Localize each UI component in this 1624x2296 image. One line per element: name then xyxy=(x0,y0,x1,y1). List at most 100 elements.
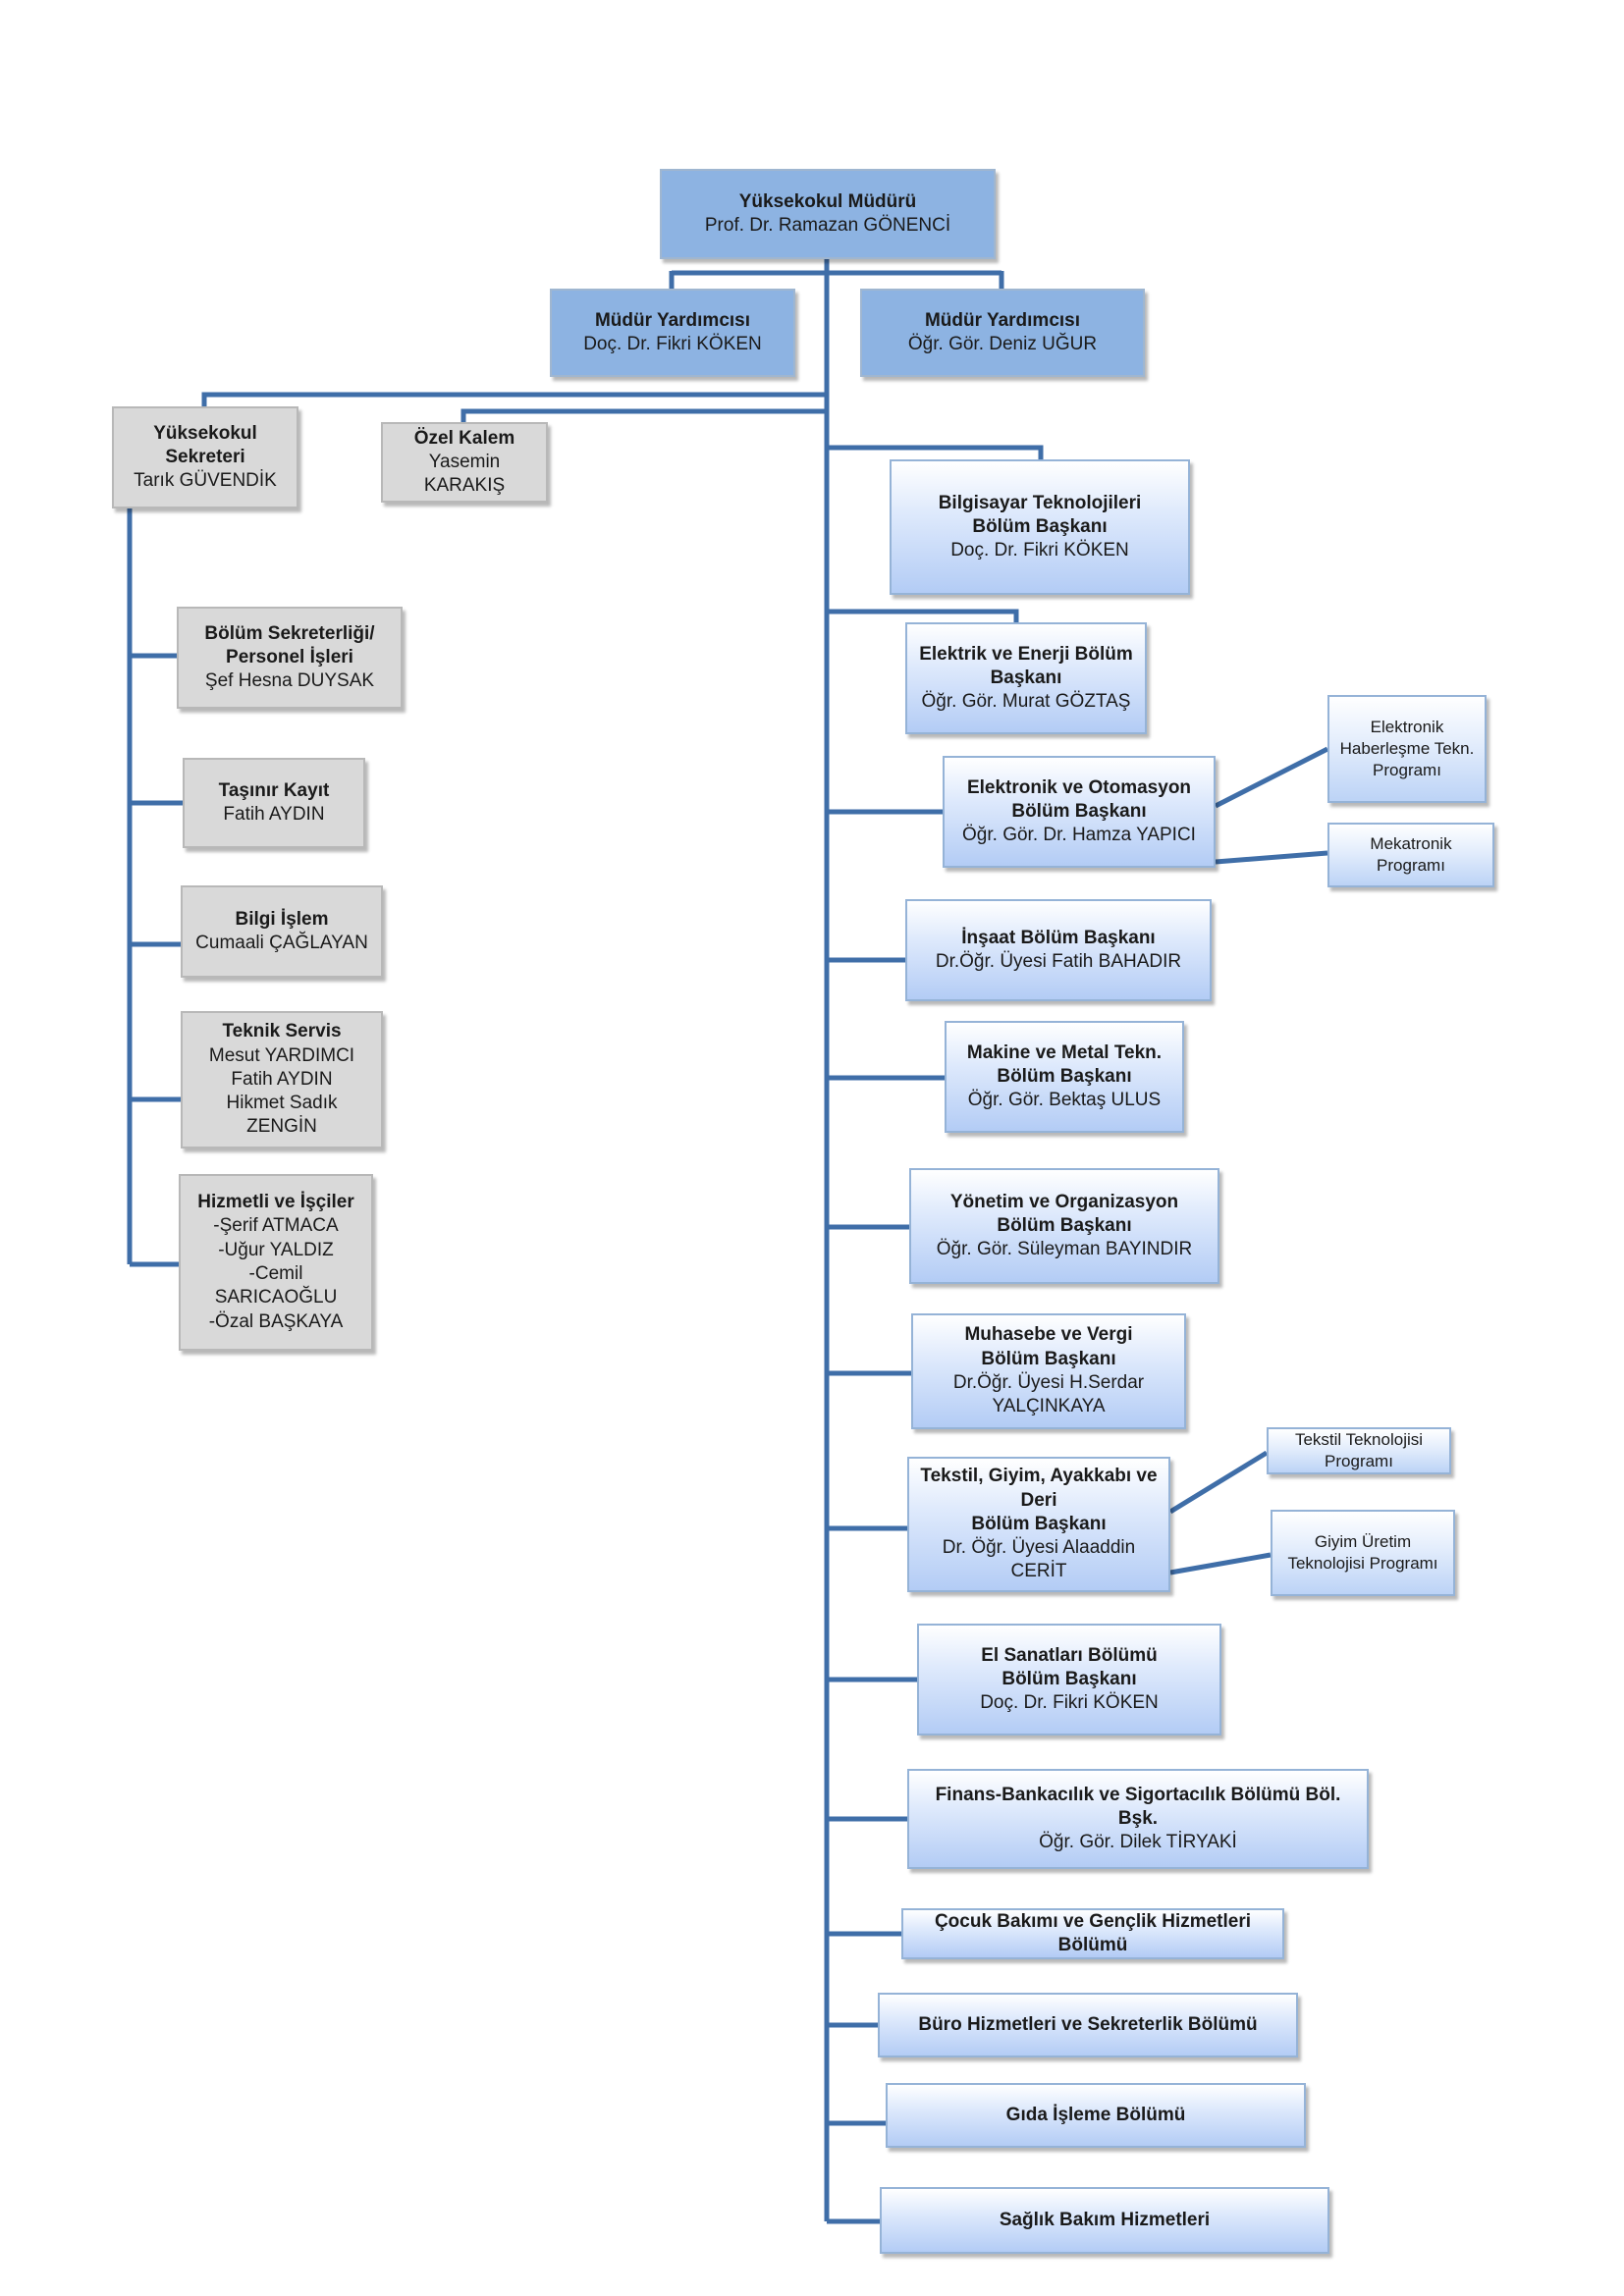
program-box: Elektronik Haberleşme Tekn. Programı xyxy=(1327,695,1487,803)
secretary-name: Tarık GÜVENDİK xyxy=(134,470,277,492)
department-title: Bölüm Başkanı xyxy=(972,515,1108,537)
deputy-name: Doç. Dr. Fikri KÖKEN xyxy=(583,334,762,354)
program-title: Programı xyxy=(1373,760,1441,779)
department-head-name: Öğr. Gör. Süleyman BAYINDIR xyxy=(936,1239,1193,1260)
admin-unit-title: Bilgi İşlem xyxy=(235,908,329,930)
department-title: Bölüm Başkanı xyxy=(1001,1668,1137,1689)
program-title: Elektronik xyxy=(1370,718,1444,737)
program-title: Haberleşme Tekn. xyxy=(1339,739,1475,759)
admin-unit-box: Taşınır Kayıt Fatih AYDIN xyxy=(183,758,365,848)
admin-unit-name: Cumaali ÇAĞLAYAN xyxy=(195,933,368,953)
program-title: Mekatronik xyxy=(1370,834,1452,854)
department-head-name: Öğr. Gör. Bektaş ULUS xyxy=(967,1090,1162,1111)
director-name: Prof. Dr. Ramazan GÖNENCİ xyxy=(704,215,951,236)
admin-unit-name: -Özal BAŞKAYA xyxy=(208,1310,344,1332)
admin-unit-name: Hikmet Sadık ZENGİN xyxy=(226,1093,338,1138)
department-title: Elektrik ve Enerji Bölüm xyxy=(919,643,1133,665)
department-box: Makine ve Metal Tekn. Bölüm Başkanı Öğr.… xyxy=(945,1021,1184,1133)
admin-unit-name: -Şerif ATMACA xyxy=(213,1215,339,1237)
deputy-box: Müdür Yardımcısı Öğr. Gör. Deniz UĞUR xyxy=(860,289,1145,377)
admin-unit-name: -Uğur YALDIZ xyxy=(218,1239,334,1260)
department-head-name: Dr. Öğr. Üyesi Alaaddin xyxy=(942,1537,1136,1559)
department-box: Gıda İşleme Bölümü xyxy=(886,2083,1306,2148)
admin-unit-name: Fatih AYDIN xyxy=(223,804,325,825)
department-title: Bölüm Başkanı xyxy=(1011,800,1147,822)
deputy-title: Müdür Yardımcısı xyxy=(924,309,1081,331)
department-title: Büro Hizmetleri ve Sekreterlik Bölümü xyxy=(918,2013,1258,2035)
department-head-name: Dr.Öğr. Üyesi Fatih BAHADIR xyxy=(935,951,1182,972)
department-title: Bölüm Başkanı xyxy=(971,1513,1107,1534)
department-title: Deri xyxy=(1020,1489,1057,1511)
secretary-title: Yüksekokul xyxy=(153,422,257,444)
department-title: Tekstil, Giyim, Ayakkabı ve xyxy=(920,1466,1158,1487)
department-title: Bölüm Başkanı xyxy=(981,1348,1116,1369)
department-title: Bölümü xyxy=(1057,1935,1128,1955)
admin-unit-title: Bölüm Sekreterliği/ xyxy=(204,622,375,644)
school-secretary-box: Yüksekokul Sekreteri Tarık GÜVENDİK xyxy=(112,406,298,508)
department-head-name: YALÇINKAYA xyxy=(992,1396,1106,1417)
program-box: Mekatronik Programı xyxy=(1327,823,1494,887)
admin-unit-title: Personel İşleri xyxy=(226,646,353,667)
department-box: El Sanatları Bölümü Bölüm Başkanı Doç. D… xyxy=(917,1624,1221,1735)
department-head-name: Öğr. Gör. Dr. Hamza YAPICI xyxy=(962,825,1196,846)
department-box: Sağlık Bakım Hizmetleri xyxy=(880,2187,1329,2254)
admin-unit-name: Şef Hesna DUYSAK xyxy=(204,670,375,692)
private-office-name: Yasemin KARAKIŞ xyxy=(423,451,506,497)
admin-unit-name: -Cemil SARICAOĞLU xyxy=(214,1263,338,1308)
program-title: Programı xyxy=(1377,856,1445,875)
admin-unit-box: Hizmetli ve İşçiler -Şerif ATMACA -Uğur … xyxy=(179,1174,373,1351)
admin-unit-title: Hizmetli ve İşçiler xyxy=(197,1192,354,1213)
department-box: Finans-Bankacılık ve Sigortacılık Bölümü… xyxy=(907,1769,1369,1869)
department-title: Elektronik ve Otomasyon xyxy=(966,776,1192,798)
program-title: Tekstil Teknolojisi xyxy=(1294,1430,1424,1450)
admin-unit-name: Mesut YARDIMCI xyxy=(208,1044,355,1066)
department-box: Elektronik ve Otomasyon Bölüm Başkanı Öğ… xyxy=(943,756,1216,868)
department-title: Çocuk Bakımı ve Gençlik Hizmetleri xyxy=(934,1910,1252,1932)
admin-unit-box: Bölüm Sekreterliği/ Personel İşleri Şef … xyxy=(177,607,403,709)
admin-unit-title: Taşınır Kayıt xyxy=(218,779,330,801)
deputy-box: Müdür Yardımcısı Doç. Dr. Fikri KÖKEN xyxy=(550,289,795,377)
department-title: Makine ve Metal Tekn. xyxy=(966,1041,1163,1063)
program-title: Programı xyxy=(1325,1452,1393,1470)
admin-unit-box: Teknik Servis Mesut YARDIMCI Fatih AYDIN… xyxy=(181,1011,383,1148)
department-head-name: Doç. Dr. Fikri KÖKEN xyxy=(950,540,1129,561)
department-title: Yönetim ve Organizasyon xyxy=(949,1191,1179,1212)
department-box: Muhasebe ve Vergi Bölüm Başkanı Dr.Öğr. … xyxy=(911,1313,1186,1429)
program-title: Teknolojisi Programı xyxy=(1287,1554,1438,1573)
department-title: Bölüm Başkanı xyxy=(997,1065,1132,1087)
department-title: El Sanatları Bölümü xyxy=(981,1644,1158,1666)
program-box: Tekstil Teknolojisi Programı xyxy=(1267,1427,1451,1474)
department-title: Bilgisayar Teknolojileri xyxy=(938,492,1142,513)
department-box: Bilgisayar Teknolojileri Bölüm Başkanı D… xyxy=(890,459,1190,595)
department-box: İnşaat Bölüm Başkanı Dr.Öğr. Üyesi Fatih… xyxy=(905,899,1212,1001)
department-box: Elektrik ve Enerji Bölüm Başkanı Öğr. Gö… xyxy=(905,622,1147,734)
department-box: Çocuk Bakımı ve Gençlik Hizmetleri Bölüm… xyxy=(901,1908,1284,1959)
department-title: Başkanı xyxy=(990,667,1062,688)
department-box: Büro Hizmetleri ve Sekreterlik Bölümü xyxy=(878,1993,1298,2057)
department-title: Bölüm Başkanı xyxy=(997,1214,1132,1236)
director-box: Yüksekokul Müdürü Prof. Dr. Ramazan GÖNE… xyxy=(660,169,996,259)
department-title: İnşaat Bölüm Başkanı xyxy=(961,927,1156,948)
department-head-name: Öğr. Gör. Dilek TİRYAKİ xyxy=(1039,1832,1237,1853)
department-head-name: Dr.Öğr. Üyesi H.Serdar xyxy=(952,1372,1145,1393)
program-title: Giyim Üretim xyxy=(1314,1532,1412,1552)
department-box: Tekstil, Giyim, Ayakkabı ve Deri Bölüm B… xyxy=(907,1457,1170,1592)
private-office-box: Özel Kalem Yasemin KARAKIŞ xyxy=(381,422,548,503)
private-office-title: Özel Kalem xyxy=(413,427,515,449)
department-title: Sağlık Bakım Hizmetleri xyxy=(999,2209,1211,2230)
department-head-name: CERİT xyxy=(1010,1561,1067,1582)
department-box: Yönetim ve Organizasyon Bölüm Başkanı Öğ… xyxy=(909,1168,1219,1284)
deputy-name: Öğr. Gör. Deniz UĞUR xyxy=(907,334,1098,354)
department-title: Finans-Bankacılık ve Sigortacılık Bölümü… xyxy=(935,1784,1341,1829)
department-head-name: Öğr. Gör. Murat GÖZTAŞ xyxy=(921,691,1131,713)
admin-unit-name: Fatih AYDIN xyxy=(231,1068,333,1090)
program-box: Giyim Üretim Teknolojisi Programı xyxy=(1271,1510,1455,1596)
admin-unit-title: Teknik Servis xyxy=(222,1021,342,1042)
admin-unit-box: Bilgi İşlem Cumaali ÇAĞLAYAN xyxy=(181,885,383,978)
deputy-title: Müdür Yardımcısı xyxy=(594,309,751,331)
department-title: Muhasebe ve Vergi xyxy=(964,1324,1133,1346)
director-title: Yüksekokul Müdürü xyxy=(738,190,917,212)
department-title: Gıda İşleme Bölümü xyxy=(1005,2104,1186,2125)
